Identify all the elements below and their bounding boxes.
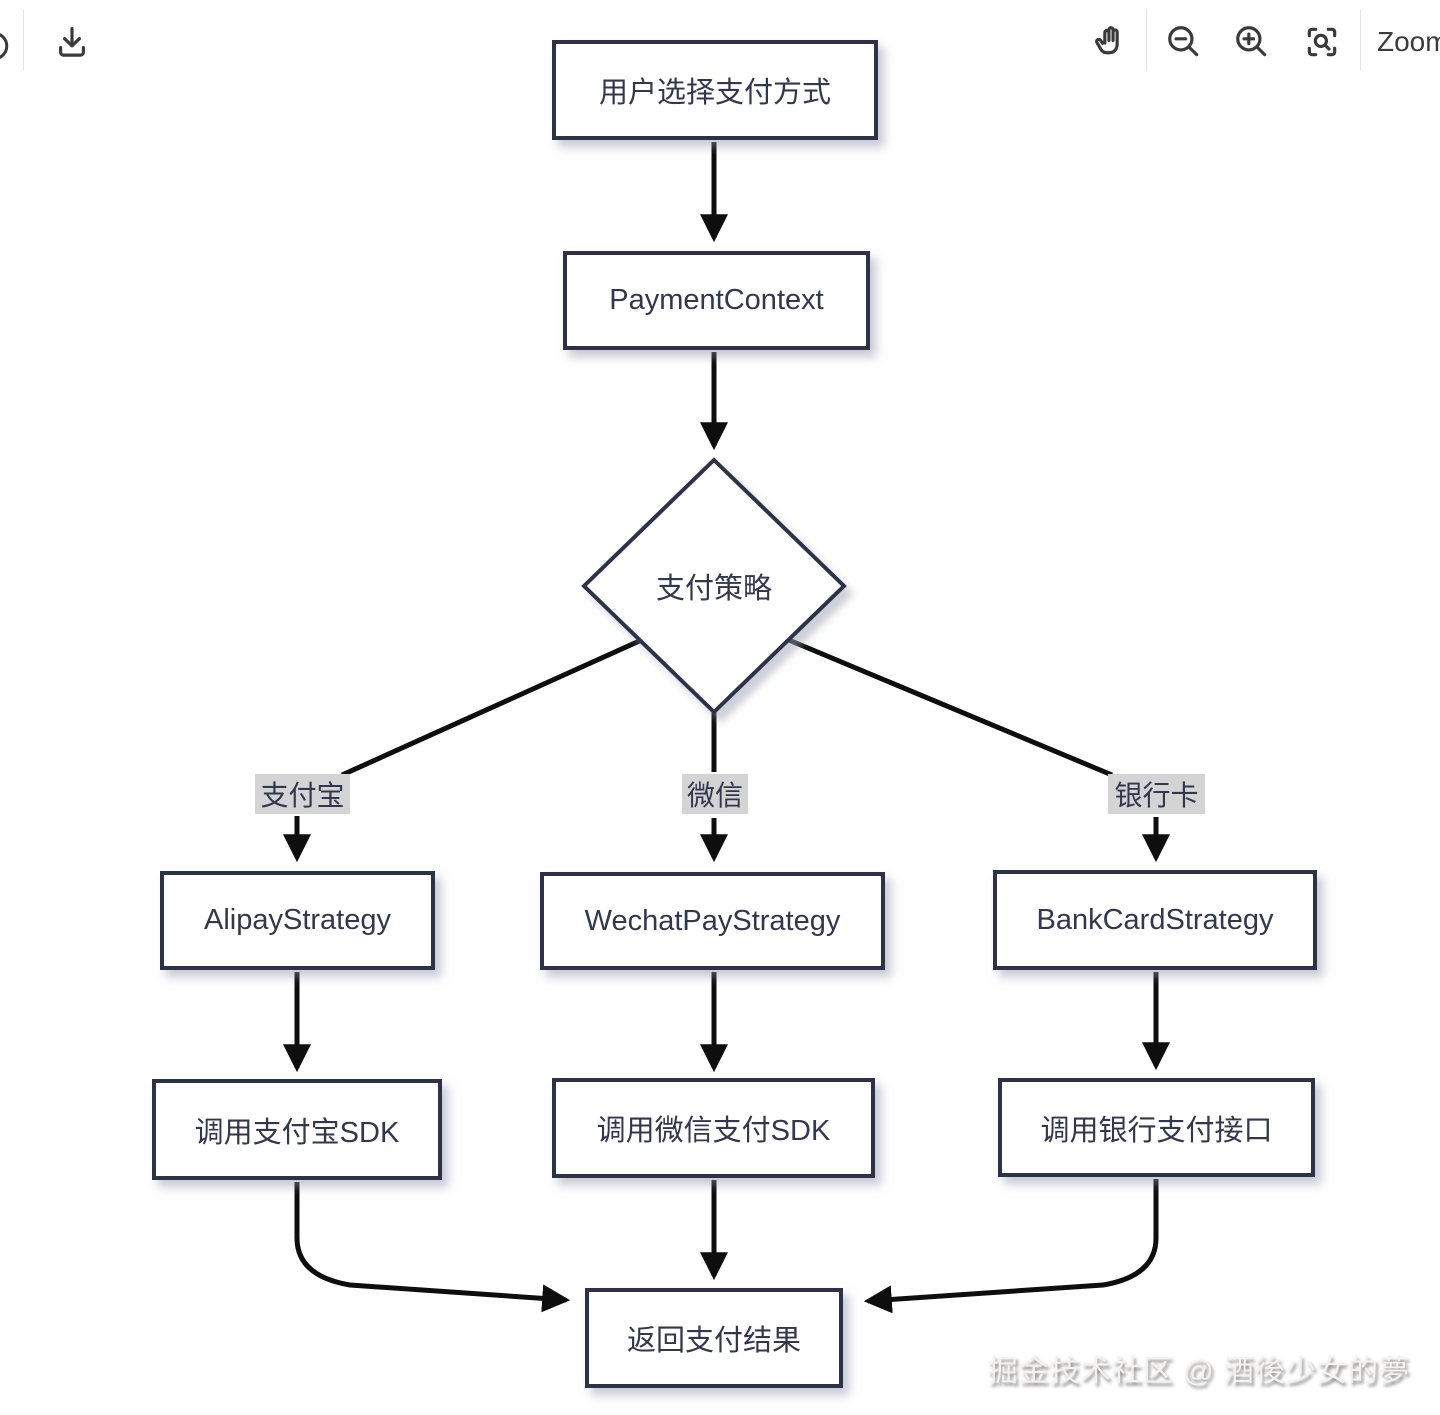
node-payment-context-label: PaymentContext [609, 284, 824, 316]
edge-label-alipay: 支付宝 [255, 774, 350, 814]
zoom-in-button[interactable] [1230, 20, 1274, 64]
edge-label-wechat-text: 微信 [686, 780, 743, 811]
node-wechat-strategy-label: WechatPayStrategy [584, 904, 841, 937]
zoom-in-icon [1236, 26, 1267, 57]
edge-label-bankcard: 银行卡 [1108, 774, 1205, 814]
decision-diamond-shape [581, 457, 847, 715]
watermark: 掘金技术社区 @ 酒後少女的夢 [987, 1355, 1410, 1388]
download-icon [59, 26, 85, 57]
node-call-bank-api: 调用银行支付接口 [998, 1078, 1315, 1177]
toolbar-divider [23, 9, 24, 71]
node-wechat-strategy: WechatPayStrategy [540, 872, 885, 970]
history-icon[interactable] [0, 24, 16, 68]
node-call-alipay-sdk: 调用支付宝SDK [152, 1079, 442, 1180]
node-call-wechat-sdk: 调用微信支付SDK [552, 1078, 875, 1178]
history-icon-glyph [0, 33, 9, 59]
node-call-alipay-sdk-label: 调用支付宝SDK [194, 1116, 400, 1149]
hand-pan-icon [1095, 26, 1119, 55]
edge-decision-bankcard-label [783, 635, 1113, 778]
node-payment-context: PaymentContext [563, 251, 870, 350]
zoom-area-icon [1307, 27, 1337, 57]
node-call-bank-api-label: 调用银行支付接口 [1040, 1114, 1273, 1147]
zoom-out-button[interactable] [1162, 20, 1206, 64]
edge-bankapi-result [863, 1179, 1159, 1314]
node-bankcard-strategy-label: BankCardStrategy [1036, 903, 1274, 936]
edge-decision-alipay-label [340, 635, 648, 778]
download-button[interactable] [50, 20, 94, 64]
node-result: 返回支付结果 [585, 1288, 843, 1388]
edge-label-wechat: 微信 [682, 774, 748, 814]
edge-label-bankcard-text: 银行卡 [1114, 780, 1199, 811]
node-alipay-strategy: AlipayStrategy [160, 871, 435, 970]
edge-alipaysdk-result [294, 1182, 571, 1313]
pan-tool-button[interactable] [1089, 20, 1133, 64]
zoom-label: Zoom [1377, 26, 1440, 57]
node-bankcard-strategy: BankCardStrategy [993, 870, 1317, 970]
edge-label-alipay-text: 支付宝 [260, 780, 345, 811]
zoom-area-button[interactable] [1300, 20, 1344, 64]
toolbar-divider [1360, 9, 1361, 71]
toolbar-divider [1146, 9, 1147, 71]
zoom-out-icon [1168, 26, 1199, 57]
node-call-wechat-sdk-label: 调用微信支付SDK [596, 1115, 831, 1147]
node-start-label: 用户选择支付方式 [598, 77, 831, 109]
node-start: 用户选择支付方式 [552, 40, 878, 140]
node-alipay-strategy-label: AlipayStrategy [204, 904, 391, 936]
node-result-label: 返回支付结果 [626, 1325, 801, 1357]
